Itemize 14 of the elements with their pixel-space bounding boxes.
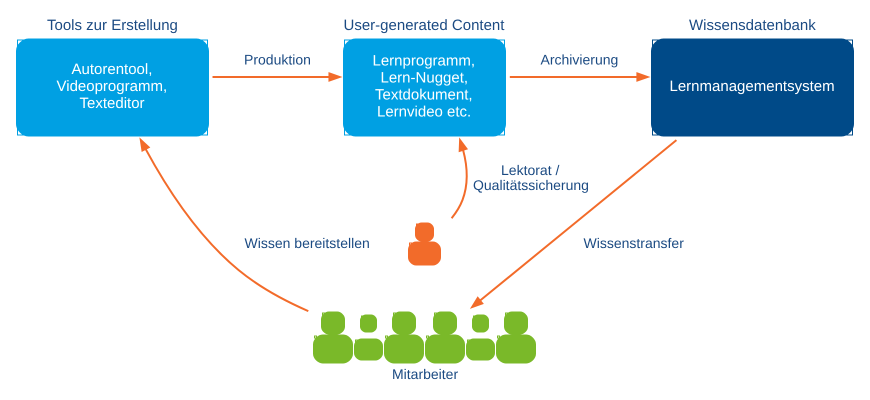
node-label: Wissensdatenbank <box>689 16 816 34</box>
arrow <box>450 136 468 218</box>
node-label: Mitarbeiter <box>392 366 458 382</box>
edge-label: Archivierung <box>540 51 618 68</box>
arrow <box>139 136 309 312</box>
arrow <box>470 138 678 308</box>
arrow <box>510 72 650 82</box>
node-label: User-generated Content <box>344 16 504 34</box>
node-label: Tools zur Erstellung <box>47 16 178 34</box>
edge-label: Wissen bereitstellen <box>244 234 370 251</box>
arrow <box>212 72 342 82</box>
edge-label: Wissenstransfer <box>584 234 684 251</box>
edge-label: Lektorat / Qualitätssicherung <box>473 162 589 193</box>
edge-label: Produktion <box>244 51 311 68</box>
